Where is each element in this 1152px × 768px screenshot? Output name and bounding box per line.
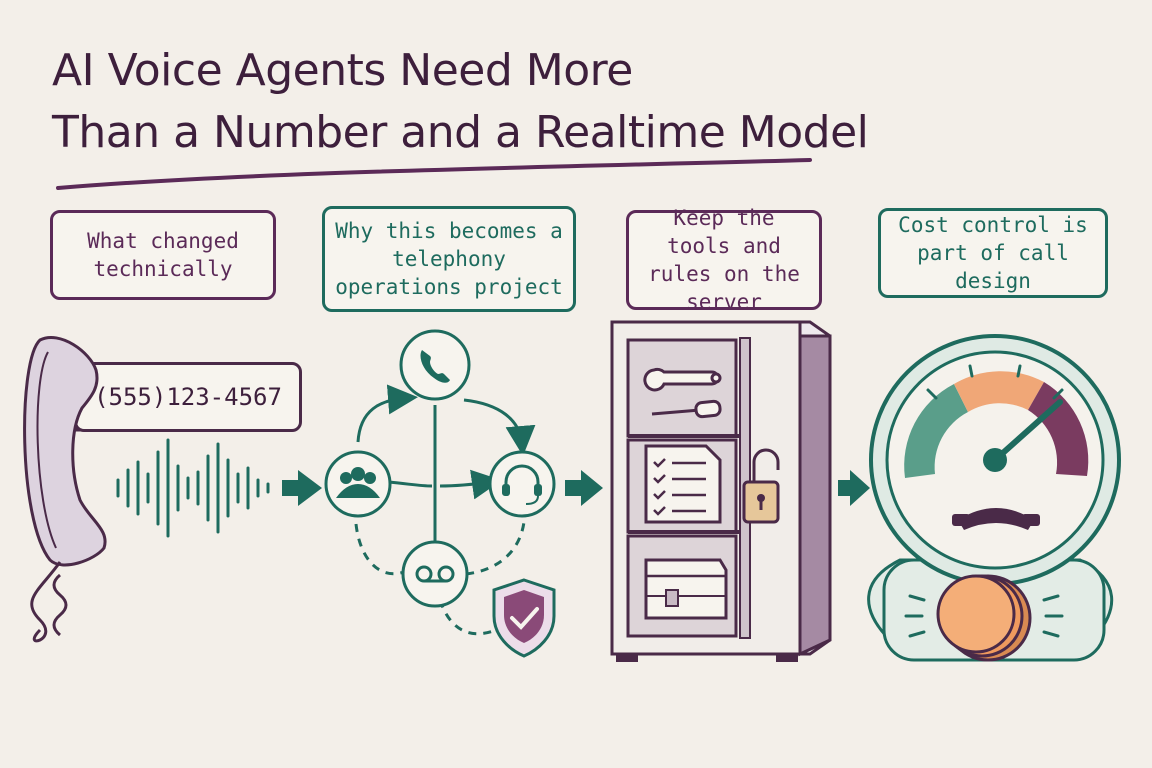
checklist-document-icon xyxy=(644,444,722,524)
telephone-handset-icon xyxy=(23,336,107,643)
step-what-changed: What changed technically xyxy=(50,210,276,300)
wrench-icon xyxy=(643,367,722,392)
screwdriver-icon xyxy=(651,399,722,419)
title-line-2: Than a Number and a Realtime Model xyxy=(52,107,869,158)
phone-number-label: (555)123-4567 xyxy=(74,362,302,432)
step-tools-on-server-text: Keep the tools and rules on the server xyxy=(648,206,800,314)
headset-node-icon xyxy=(488,450,556,518)
step-what-changed-text: What changed technically xyxy=(87,229,239,281)
step-telephony-project: Why this becomes a telephony operations … xyxy=(322,206,576,312)
step-tools-on-server: Keep the tools and rules on the server xyxy=(626,206,822,314)
phone-number-text: (555)123-4567 xyxy=(94,383,282,411)
phone-node-icon xyxy=(399,329,471,401)
sound-wave-icon xyxy=(116,438,270,538)
voicemail-node-icon xyxy=(401,540,469,608)
step-cost-control-text: Cost control is part of call design xyxy=(898,213,1088,293)
page-title: AI Voice Agents Need More Than a Number … xyxy=(52,40,912,164)
step-telephony-project-text: Why this becomes a telephony operations … xyxy=(335,219,563,299)
coin-stack-icon xyxy=(936,574,1032,662)
flow-arrow-3 xyxy=(838,470,870,506)
telephony-network-diagram xyxy=(354,384,536,636)
padlock-icon xyxy=(742,448,780,524)
gauge-motion-lines xyxy=(904,594,1064,638)
title-underline xyxy=(56,158,812,190)
title-line-1: AI Voice Agents Need More xyxy=(52,45,633,96)
shield-check-icon xyxy=(492,578,556,658)
users-node-icon xyxy=(324,450,392,518)
flow-arrow-2 xyxy=(565,470,603,506)
storage-box-icon xyxy=(644,558,728,620)
step-cost-control: Cost control is part of call design xyxy=(878,208,1108,298)
flow-arrow-1 xyxy=(282,470,322,506)
